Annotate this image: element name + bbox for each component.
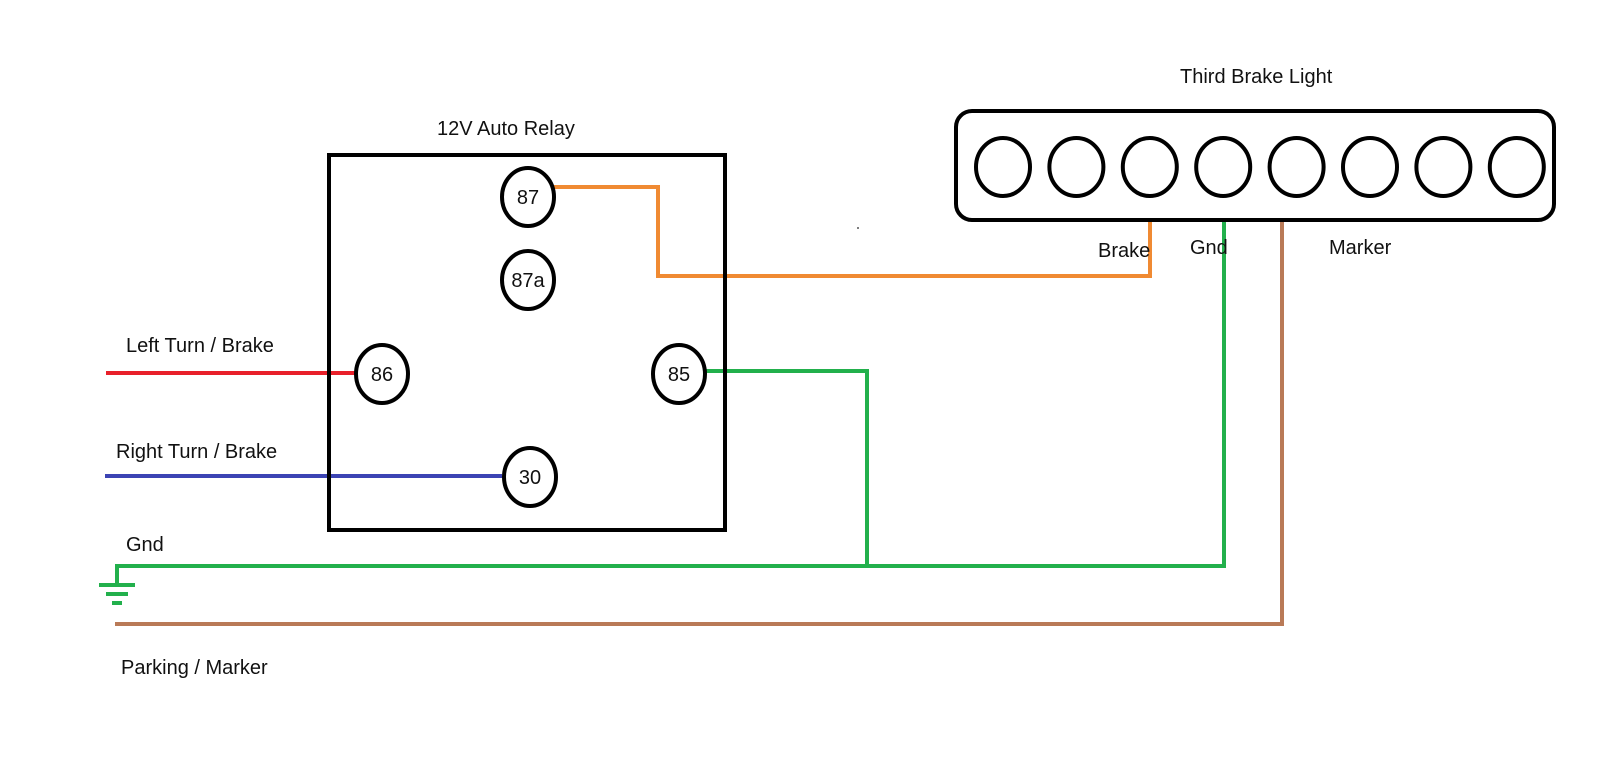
brake-light-title: Third Brake Light (1180, 66, 1333, 88)
pin-87a-label: 87a (511, 270, 545, 292)
ground-label: Gnd (126, 534, 164, 556)
right-turn-brake-label: Right Turn / Brake (116, 441, 277, 463)
relay-pin-87a: 87a (500, 249, 556, 311)
wire-87-to-brake (538, 185, 1152, 278)
relay-title: 12V Auto Relay (437, 118, 575, 140)
lamp-4 (1194, 136, 1253, 198)
pin-86-label: 86 (371, 364, 393, 386)
parking-marker-label: Parking / Marker (121, 657, 268, 679)
wire-ground-bus (115, 218, 1226, 586)
wire-parking-to-marker (115, 218, 1284, 626)
stray-dot (857, 227, 859, 229)
wire-85-to-ground (706, 369, 869, 568)
relay-pin-87: 87 (500, 166, 556, 228)
relay-pin-86: 86 (354, 343, 410, 405)
pin-85-label: 85 (668, 364, 690, 386)
terminal-brake-label: Brake (1098, 240, 1150, 262)
brake-light-housing (954, 109, 1556, 222)
pin-30-label: 30 (519, 467, 541, 489)
lamp-8 (1487, 136, 1546, 198)
lamp-7 (1414, 136, 1473, 198)
brake-light-lamps (974, 136, 1546, 198)
left-turn-brake-label: Left Turn / Brake (126, 335, 274, 357)
relay-pin-30: 30 (502, 446, 558, 508)
lamp-1 (974, 136, 1032, 198)
lamp-5 (1267, 136, 1326, 198)
ground-symbol-icon (99, 583, 135, 605)
relay-pin-85: 85 (651, 343, 707, 405)
lamp-6 (1341, 136, 1399, 198)
terminal-marker-label: Marker (1329, 237, 1392, 259)
lamp-3 (1120, 136, 1179, 198)
relay-box (327, 153, 727, 532)
pin-87-label: 87 (517, 187, 539, 209)
terminal-gnd-label: Gnd (1190, 237, 1228, 259)
lamp-2 (1047, 136, 1106, 198)
